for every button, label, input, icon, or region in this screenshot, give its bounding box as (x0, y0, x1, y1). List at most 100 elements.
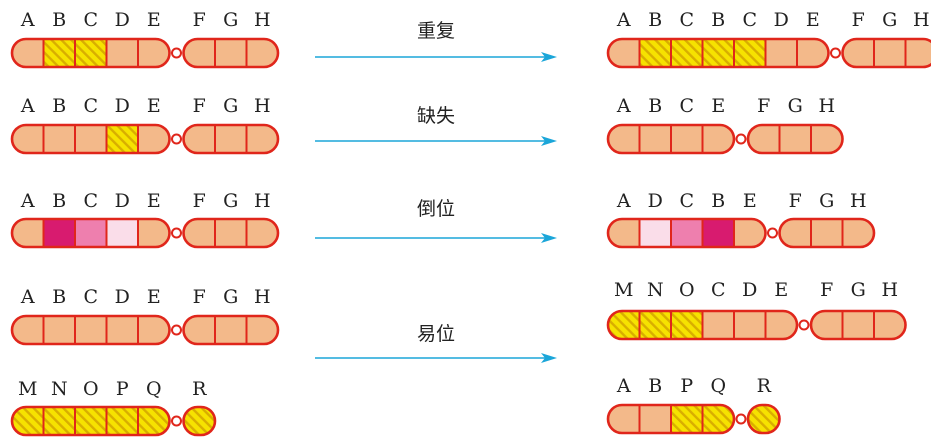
arrowhead-icon (541, 52, 557, 62)
mutated-chromosome-left-arm-outline (606, 217, 767, 249)
gene-label: A (20, 95, 35, 117)
gene-segment (734, 311, 766, 339)
variation-arrow (315, 136, 557, 146)
variation-arrow (315, 353, 557, 363)
gene-label: Q (146, 378, 162, 400)
mutated-chromosome-left-arm-outline (606, 37, 830, 69)
gene-label: A (616, 95, 631, 117)
gene-segment (671, 39, 703, 67)
gene-label: F (789, 190, 802, 212)
gene-label: E (774, 279, 788, 301)
gene-segment (106, 39, 139, 67)
gene-label: A (616, 9, 631, 31)
original-chromosome-left-arm-segments (12, 125, 170, 153)
mutated-chromosome-left-arm-segments (608, 219, 766, 247)
gene-segment (43, 125, 76, 153)
gene-label: F (193, 190, 206, 212)
gene-label: M (18, 378, 37, 400)
gene-label: G (223, 95, 238, 117)
gene-label: H (881, 279, 898, 301)
gene-label: R (192, 378, 207, 400)
gene-label: F (820, 279, 833, 301)
original-chromosome-right-arm-outline (182, 405, 217, 437)
mutation-type-label: 缺失 (417, 105, 455, 127)
gene-label: F (757, 95, 770, 117)
gene-label: H (913, 9, 930, 31)
gene-label: A (20, 286, 35, 308)
arrowhead-icon (541, 353, 557, 363)
gene-segment (702, 39, 735, 67)
gene-label: C (83, 286, 98, 308)
gene-label: P (680, 375, 693, 397)
mutated-chromosome-left-arm-outline (606, 123, 736, 155)
gene-segment (43, 316, 76, 344)
gene-segment (215, 219, 247, 247)
gene-segment (702, 311, 735, 339)
gene-segment (75, 316, 107, 344)
gene-label: D (115, 190, 130, 212)
gene-segment (779, 125, 812, 153)
gene-label: O (83, 378, 99, 400)
gene-label: M (614, 279, 633, 301)
centromere (798, 319, 810, 331)
gene-segment (671, 405, 703, 433)
gene-label: C (83, 9, 98, 31)
gene-segment (905, 39, 931, 67)
gene-label: F (852, 9, 865, 31)
gene-label: G (223, 9, 238, 31)
gene-label: D (115, 286, 130, 308)
centromere (171, 47, 182, 59)
original-chromosome-left-arm-outline (10, 405, 171, 437)
gene-segment (43, 219, 76, 247)
gene-segment (702, 219, 735, 247)
gene-label: F (193, 95, 206, 117)
gene-segment (734, 39, 766, 67)
gene-label: A (616, 375, 631, 397)
arrowhead-icon (541, 136, 557, 146)
mutated-chromosome-left-arm-segments (608, 405, 734, 433)
gene-label: G (819, 190, 834, 212)
gene-label: C (711, 279, 726, 301)
original-chromosome-right-arm-segments (183, 219, 278, 247)
original-chromosome-left-arm-outline (10, 123, 171, 155)
gene-segment (75, 39, 107, 67)
gene-label: O (679, 279, 695, 301)
mutated-chromosome-left-arm-outline (606, 403, 736, 435)
gene-segment (106, 407, 139, 435)
gene-label: E (147, 9, 161, 31)
gene-label: G (788, 95, 803, 117)
original-chromosome-right-arm-outline (182, 37, 280, 69)
original-chromosome-left-arm-segments (12, 316, 170, 344)
mutated-chromosome-right-arm-outline (746, 123, 844, 155)
mutated-chromosome-right-arm-segments (842, 39, 931, 67)
gene-segment (75, 219, 107, 247)
original-chromosome-left-arm-outline (10, 217, 171, 249)
original-chromosome-right-arm-segments (183, 316, 278, 344)
original-chromosome-right-arm-outline (182, 217, 280, 249)
mutated-chromosome-right-arm-segments (748, 125, 843, 153)
gene-segment (215, 316, 247, 344)
centromere (171, 415, 182, 427)
gene-label: E (147, 95, 161, 117)
gene-label: A (616, 190, 631, 212)
gene-label: D (774, 9, 789, 31)
gene-segment (765, 39, 798, 67)
gene-label: H (254, 9, 271, 31)
mutated-chromosome-right-arm-segments (811, 311, 906, 339)
gene-label: D (115, 9, 130, 31)
gene-segment (215, 125, 247, 153)
gene-label: P (116, 378, 129, 400)
gene-label: C (679, 9, 694, 31)
gene-label: D (742, 279, 757, 301)
gene-label: G (882, 9, 897, 31)
gene-segment (639, 39, 672, 67)
mutated-chromosome-right-arm-outline (778, 217, 876, 249)
mutated-chromosome-left-arm-segments (608, 311, 797, 339)
